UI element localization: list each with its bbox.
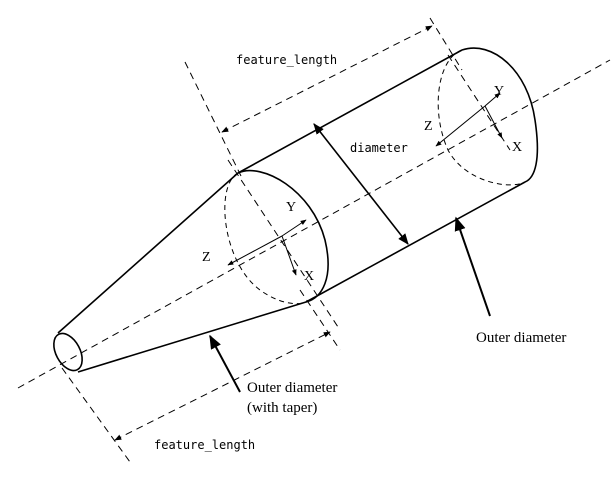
diameter-arrow xyxy=(313,123,409,245)
right-axis-y-label: Y xyxy=(494,84,504,99)
left-axis-z-arrow xyxy=(227,235,283,266)
outer-diameter-leader xyxy=(454,216,491,317)
extension-line-bottom-left xyxy=(61,367,131,463)
feature-length-bottom-dimension xyxy=(114,331,331,441)
cylinder-bottom-edge xyxy=(305,181,526,303)
cylinder-top-edge xyxy=(237,49,463,174)
left-axis-y-arrow xyxy=(281,219,307,237)
outer-diameter-taper-label-line1: Outer diameter xyxy=(247,380,337,396)
taper-top-edge xyxy=(57,172,239,334)
right-axis-z-label: Z xyxy=(424,119,433,134)
left-axis-y-label: Y xyxy=(286,200,296,215)
outer-diameter-taper-leader xyxy=(209,334,241,393)
left-axis-x-arrow xyxy=(281,235,297,276)
middle-ellipse-reference-line xyxy=(227,159,341,331)
left-axis-z-label: Z xyxy=(202,250,211,265)
right-ellipse-back xyxy=(437,49,526,186)
small-end-ellipse xyxy=(53,332,83,372)
left-axis-x-label: X xyxy=(304,269,314,284)
right-axis-z-arrow xyxy=(435,105,486,147)
outer-diameter-label: Outer diameter xyxy=(476,330,566,346)
right-axis-x-arrow xyxy=(484,105,503,139)
right-ellipse-front xyxy=(461,47,539,183)
middle-ellipse-back xyxy=(224,172,307,305)
right-axis-y-arrow xyxy=(484,92,501,107)
diameter-label: diameter xyxy=(350,141,408,155)
extension-line-bottom-right xyxy=(299,289,341,351)
right-ellipse-reference-line xyxy=(447,54,511,151)
outer-diameter-taper-label-line2: (with taper) xyxy=(247,400,317,416)
taper-bottom-edge xyxy=(77,301,307,373)
right-axis-x-label: X xyxy=(512,140,522,155)
feature-length-top-label: feature_length xyxy=(236,53,337,67)
extension-line-top-right xyxy=(429,17,463,71)
feature-length-top-dimension xyxy=(221,25,433,133)
extension-line-top-left xyxy=(184,61,243,179)
feature-length-bottom-label: feature_length xyxy=(154,438,255,452)
